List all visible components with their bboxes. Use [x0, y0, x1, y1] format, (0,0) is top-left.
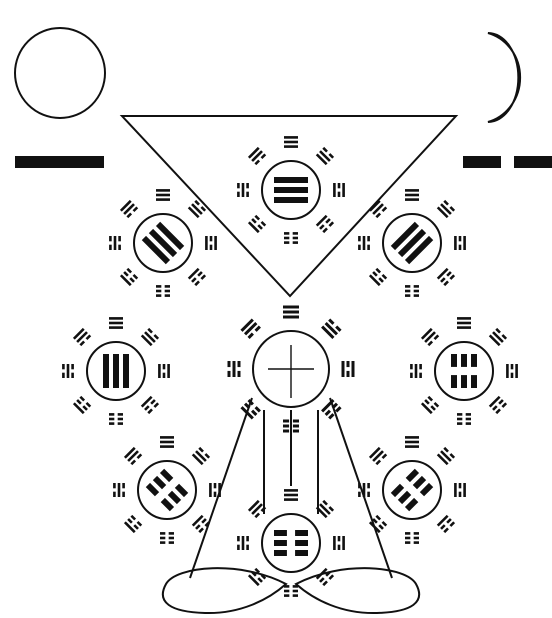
yang-line [15, 156, 104, 168]
trigram-glyph [437, 200, 455, 218]
trigram-glyph [451, 354, 477, 388]
trigram-glyph [457, 413, 471, 425]
yin-line-right [514, 156, 552, 168]
trigram-glyph [437, 515, 455, 533]
trigram-glyph [369, 200, 387, 218]
trigram-glyph [248, 215, 266, 233]
trigram-glyph [284, 136, 298, 148]
heart-circle-cross [253, 331, 329, 407]
trigram-glyph [506, 364, 518, 378]
trigram-glyph [160, 436, 174, 448]
trigram-glyph [248, 147, 266, 165]
trigram-glyph [103, 354, 129, 388]
trigram-glyph [160, 532, 174, 544]
upper-left-mandala [109, 189, 217, 297]
trigram-glyph [457, 317, 471, 329]
trigram-glyph [369, 447, 387, 465]
trigram-glyph [158, 364, 170, 378]
trigram-glyph [421, 396, 439, 414]
crown-mandala [237, 136, 345, 244]
trigram-glyph [109, 236, 121, 250]
lower-right-mandala [358, 436, 466, 544]
trigram-glyph [321, 318, 342, 339]
trigram-glyph [454, 236, 466, 250]
trigram-glyph [62, 364, 74, 378]
trigram-glyph [437, 268, 455, 286]
trigram-glyph [141, 328, 159, 346]
trigram-glyph [358, 483, 370, 497]
trigram-glyph [120, 268, 138, 286]
trigram-glyph [284, 585, 298, 597]
sun-circle [15, 28, 105, 118]
upper-right-mandala [358, 189, 466, 297]
trigram-glyph [342, 361, 355, 377]
trigram-glyph [109, 317, 123, 329]
trigram-glyph [274, 177, 308, 203]
trigram-glyph [405, 285, 419, 297]
seated-figure [163, 398, 419, 613]
trigram-glyph [228, 361, 241, 377]
trigram-glyph [146, 469, 188, 511]
trigram-glyph [405, 189, 419, 201]
trigram-glyph [109, 413, 123, 425]
trigram-glyph [237, 183, 249, 197]
trigram-glyph [284, 232, 298, 244]
moon-crescent [488, 33, 520, 122]
trigram-glyph [369, 268, 387, 286]
trigram-glyph [333, 536, 345, 550]
trigram-glyph [454, 483, 466, 497]
trigram-glyph [274, 530, 308, 556]
trigram-glyph [188, 268, 206, 286]
trigram-glyph [410, 364, 422, 378]
trigram-glyph [205, 236, 217, 250]
trigram-glyph [209, 483, 221, 497]
trigram-glyph [489, 396, 507, 414]
lower-left-mandala [113, 436, 221, 544]
trigram-glyph [240, 399, 261, 420]
trigram-glyph [316, 147, 334, 165]
trigram-glyph [333, 183, 345, 197]
trigram-glyph [73, 328, 91, 346]
trigram-glyph [192, 447, 210, 465]
trigram-glyph [405, 436, 419, 448]
middle-left-mandala [62, 317, 170, 425]
trigram-glyph [156, 189, 170, 201]
trigram-glyph [391, 469, 433, 511]
trigram-glyph [284, 489, 298, 501]
trigram-glyph [391, 222, 433, 264]
trigram-glyph [142, 222, 184, 264]
trigram-glyph [124, 447, 142, 465]
trigram-glyph [437, 447, 455, 465]
trigram-glyph [316, 215, 334, 233]
trigram-glyph [120, 200, 138, 218]
yin-line-left [463, 156, 501, 168]
trigram-glyph [73, 396, 91, 414]
trigram-glyph [358, 236, 370, 250]
base-mandala [237, 489, 345, 597]
trigram-glyph [240, 318, 261, 339]
trigram-glyph [421, 328, 439, 346]
trigram-glyph [124, 515, 142, 533]
trigram-glyph [405, 532, 419, 544]
trigram-glyph [141, 396, 159, 414]
trigram-glyph [237, 536, 249, 550]
trigram-glyph [113, 483, 125, 497]
middle-right-mandala [410, 317, 518, 425]
trigram-glyph [321, 399, 342, 420]
trigram-glyph [156, 285, 170, 297]
trigram-glyph [283, 306, 299, 319]
trigram-glyph [489, 328, 507, 346]
